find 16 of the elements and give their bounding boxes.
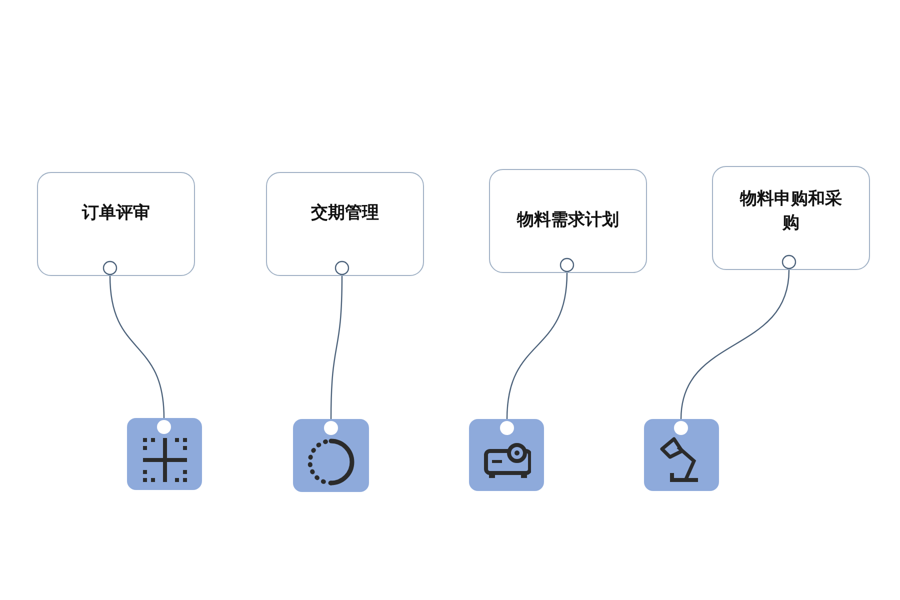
icon-tile	[644, 419, 719, 491]
icon-tile	[127, 418, 202, 490]
process-box	[712, 166, 870, 270]
icon-tile	[469, 419, 544, 491]
box-title: 订单评审	[80, 202, 151, 225]
connector-line	[674, 254, 796, 435]
process-box	[37, 172, 195, 276]
box-title: 物料申购和采购	[738, 188, 843, 235]
connector-line	[324, 260, 350, 435]
process-box	[489, 169, 647, 273]
connector-line	[500, 258, 574, 435]
icon-tile	[293, 419, 369, 492]
box-title: 物料需求计划	[516, 209, 620, 232]
box-title: 交期管理	[310, 202, 380, 225]
connector-line	[102, 260, 171, 434]
process-box	[266, 172, 424, 276]
